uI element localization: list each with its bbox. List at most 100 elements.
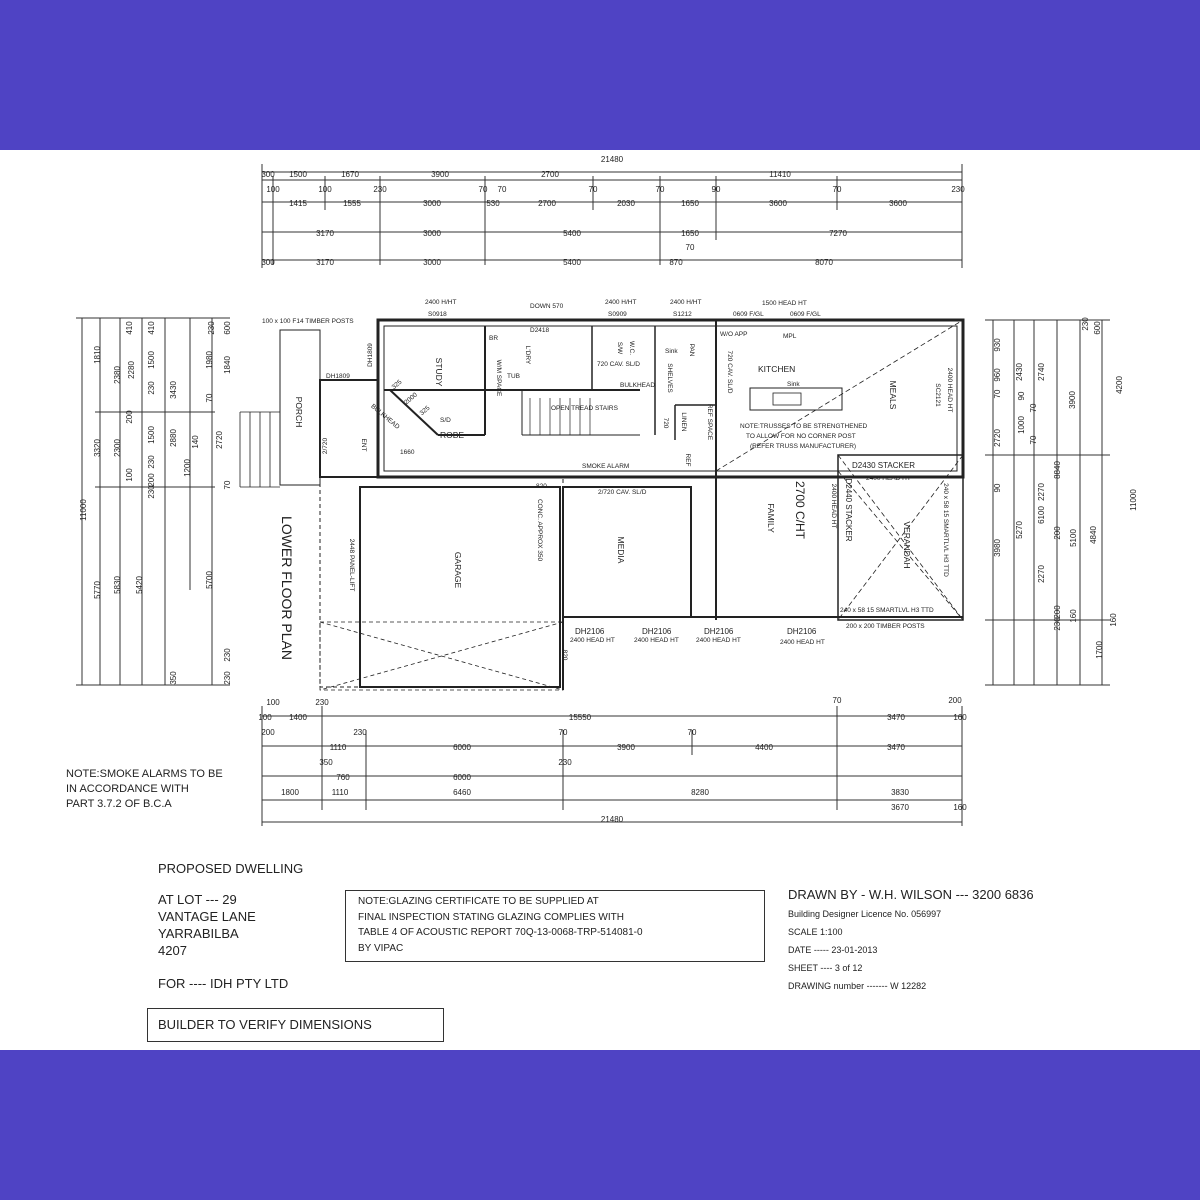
dim-top: 1650: [681, 229, 699, 238]
dim-top: 530: [486, 199, 500, 208]
label-door-720: 720: [662, 418, 669, 429]
label-sl-d: S/D: [440, 417, 451, 424]
dim-left: 3320: [93, 439, 102, 457]
plan-title: LOWER FLOOR PLAN: [279, 516, 295, 660]
label-wo-app: W/O APP: [720, 331, 747, 338]
dim-left: 2300: [113, 439, 122, 457]
label-ent: ENT: [360, 439, 367, 452]
plan-labels: 100 x 100 F14 TIMBER POSTS PORCH DH1809 …: [262, 299, 953, 661]
dim-right: 2270: [1037, 483, 1046, 501]
label-down: DOWN 570: [530, 303, 564, 310]
drawing-number: DRAWING number ------- W 12282: [788, 981, 927, 991]
sheet-number: SHEET ---- 3 of 12: [788, 963, 863, 973]
dim-top: 3600: [769, 199, 787, 208]
label-dh2106-b: DH2106: [642, 627, 672, 636]
label-truss-note-1: NOTE:TRUSSES TO BE STRENGTHENED: [740, 423, 868, 430]
dim-top-total: 21480: [601, 155, 624, 164]
dim-right: 70: [993, 389, 1002, 398]
label-laundry: L'DRY: [524, 346, 531, 365]
dim-left: 5770: [93, 581, 102, 599]
dim-right: 200: [1053, 605, 1062, 619]
dim-left: 1200: [183, 459, 192, 477]
dim-right: 5270: [1015, 521, 1024, 539]
dim-right: 2740: [1037, 363, 1046, 381]
dim-left: 1980: [205, 351, 214, 369]
dim-top: 300: [261, 258, 275, 267]
label-window-s1212: S1212: [673, 311, 692, 318]
top-frame-band: [0, 0, 1200, 150]
glazing-note-line: FINAL INSPECTION STATING GLAZING COMPLIE…: [358, 911, 624, 923]
dim-top: 1415: [289, 199, 307, 208]
label-timber-posts-right: 200 x 200 TIMBER POSTS: [846, 623, 925, 630]
drawn-by: DRAWN BY - W.H. WILSON --- 3200 6836: [788, 887, 1034, 902]
label-window-ht-3: 2400 H/HT: [670, 299, 701, 306]
dim-bottom: 760: [336, 773, 350, 782]
dim-top: 1500: [289, 170, 307, 179]
dim-right: 90: [993, 483, 1002, 492]
dim-left: 70: [223, 480, 232, 489]
label-dh2106-d: DH2106: [787, 627, 817, 636]
label-media: MEDIA: [616, 537, 626, 564]
dim-bottom: 1800: [281, 788, 299, 797]
dim-top: 7270: [829, 229, 847, 238]
label-robe-dim: 1660: [400, 449, 415, 456]
label-bulkhead-centre: BULKHEAD: [620, 382, 655, 389]
dim-bottom: 70: [688, 728, 697, 737]
dim-top: 3170: [316, 229, 334, 238]
dim-left: 11000: [79, 499, 88, 521]
dim-left: 200: [125, 410, 134, 424]
dim-bottom: 3470: [887, 713, 905, 722]
label-d2430: D2430 STACKER: [852, 461, 915, 470]
dim-bottom: 3900: [617, 743, 635, 752]
project-title: PROPOSED DWELLING: [158, 861, 304, 876]
label-family: FAMILY: [766, 503, 776, 533]
label-sc2121: SC2121: [934, 383, 941, 407]
dim-top: 1555: [343, 199, 361, 208]
label-wc: W.C.: [628, 341, 635, 355]
label-bulkhead-left: BULKHEAD: [369, 403, 401, 431]
label-smoke-alarm: SMOKE ALARM: [582, 463, 629, 470]
label-dh1809-a: DH1809: [367, 343, 374, 367]
dim-bottom: 8280: [691, 788, 709, 797]
label-study: STUDY: [434, 358, 444, 387]
label-timber-posts-left: 100 x 100 F14 TIMBER POSTS: [262, 318, 354, 325]
dim-top: 300: [261, 170, 275, 179]
dim-top: 3000: [423, 229, 441, 238]
label-robe: ROBE: [440, 430, 464, 440]
dim-left: 230: [147, 485, 156, 499]
dim-top: 230: [373, 185, 387, 194]
label-door-820-b: 820: [561, 650, 568, 661]
dim-bottom: 160: [953, 803, 967, 812]
dim-bottom: 160: [953, 713, 967, 722]
dim-left: 2280: [127, 361, 136, 379]
dim-right: 2430: [1015, 363, 1024, 381]
dim-top: 100: [318, 185, 332, 194]
dim-bottom: 3470: [887, 743, 905, 752]
dim-bottom-total: 21480: [601, 815, 624, 824]
dim-left: 600: [223, 321, 232, 335]
dim-top: 5400: [563, 258, 581, 267]
label-bulk-dim-2: 2000: [403, 391, 419, 406]
dim-right: 960: [993, 368, 1002, 382]
dim-top: 3000: [423, 199, 441, 208]
label-dh2106-b-ht: 2400 HEAD HT: [634, 637, 679, 644]
dim-left: 1500: [147, 426, 156, 444]
dim-right: 230: [1053, 617, 1062, 631]
dim-bottom: 4400: [755, 743, 773, 752]
dim-left: 5420: [135, 576, 144, 594]
dim-left: 200: [147, 473, 156, 487]
dim-right: 600: [1093, 321, 1102, 335]
drawing-scale: SCALE 1:100: [788, 927, 843, 937]
drawing-date: DATE ----- 23-01-2013: [788, 945, 878, 955]
label-ref-space: REF SPACE: [706, 404, 713, 441]
dim-left: 100: [125, 468, 134, 482]
dim-top: 70: [686, 243, 695, 252]
label-dh1809-b: DH1809: [326, 373, 350, 380]
label-dh2106-a: DH2106: [575, 627, 605, 636]
dimension-lines: [76, 164, 1110, 826]
dim-top: 3000: [423, 258, 441, 267]
dim-bottom: 70: [833, 696, 842, 705]
label-sink-kitchen: Sink: [787, 381, 800, 388]
label-tub: TUB: [507, 373, 520, 380]
label-window-0609-b: 0609 F/GL: [790, 311, 821, 318]
